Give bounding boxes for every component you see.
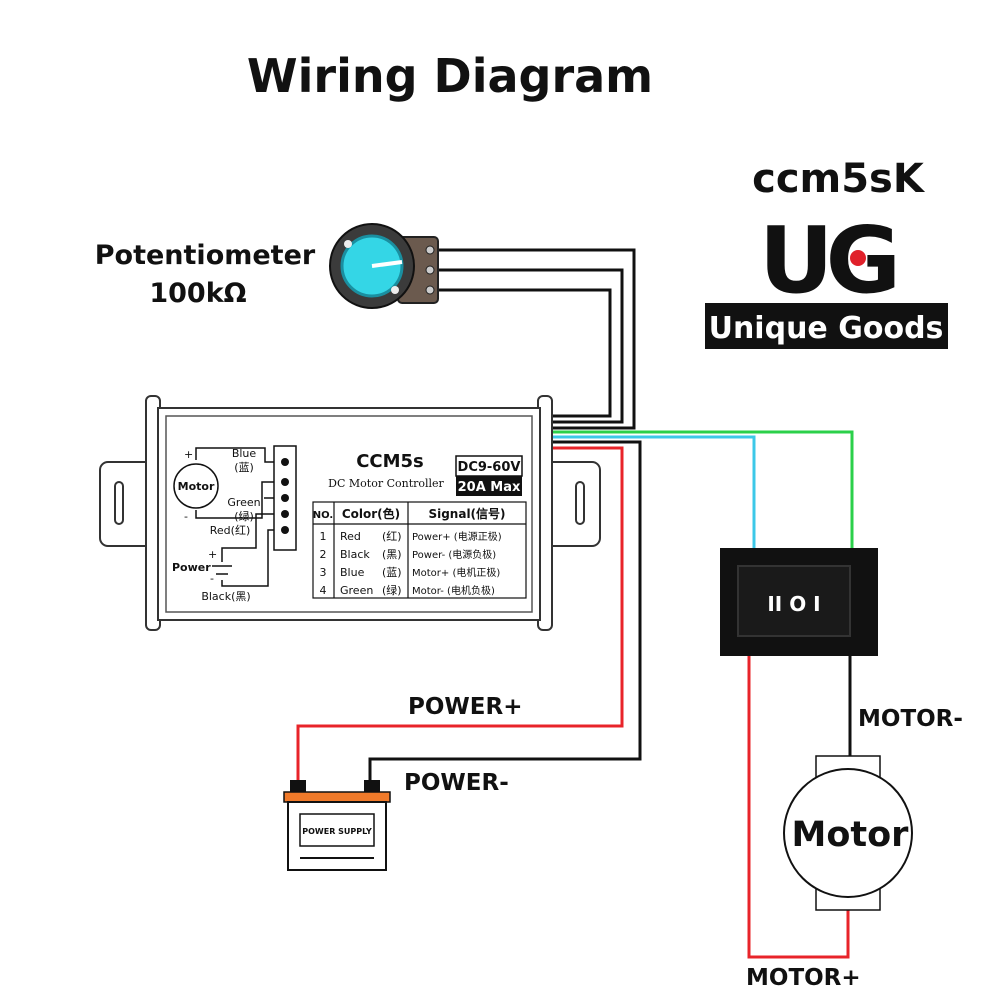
- table-cell-signal: Motor+ (电机正极): [412, 566, 500, 579]
- table-cell-color-cn: (蓝): [382, 566, 402, 579]
- brand-tagline: Unique Goods: [709, 311, 944, 346]
- potentiometer-wires: [432, 248, 636, 430]
- red-wire-power: [296, 446, 624, 782]
- inner-power-minus: -: [210, 572, 214, 585]
- inner-motor-minus: -: [184, 510, 188, 523]
- brand-logo-dot: [850, 250, 866, 266]
- motor: Motor: [783, 755, 913, 911]
- inner-power-plus: +: [208, 548, 217, 561]
- controller-current: 20A Max: [458, 480, 521, 495]
- table-cell-no: 4: [320, 584, 327, 597]
- brand-tagline-box: [705, 303, 948, 349]
- potentiometer-value: 100kΩ: [149, 278, 246, 309]
- black-wire-power: [368, 440, 642, 782]
- motor-body: [783, 768, 913, 898]
- inner-blue-cn: (蓝): [234, 461, 254, 474]
- table-cell-no: 3: [320, 566, 327, 579]
- inner-motor-circle: [173, 463, 219, 509]
- controller-logo: CCM5s: [356, 451, 424, 472]
- page-title: Wiring Diagram: [247, 49, 653, 103]
- rocker-switch: II O I: [720, 548, 878, 656]
- signal-table: [312, 501, 527, 599]
- potentiometer: [329, 223, 439, 309]
- inner-power-label: Power: [172, 561, 211, 574]
- table-row: 1 Red (红) Power+ (电源正极): [320, 530, 502, 543]
- table-cell-color: Blue: [340, 566, 365, 579]
- switch-rocker: [737, 565, 851, 637]
- inner-motor-label: Motor: [178, 480, 215, 493]
- table-header-signal: Signal(信号): [428, 506, 505, 521]
- inner-blue-label: Blue: [232, 447, 257, 460]
- table-row: 3 Blue (蓝) Motor+ (电机正极): [320, 566, 501, 579]
- brand-model: ccm5sK: [752, 156, 926, 202]
- battery-top: [283, 791, 391, 803]
- table-row: 2 Black (黑) Power- (电源负极): [320, 548, 497, 561]
- inner-green-label: Green: [227, 496, 260, 509]
- table-cell-no: 2: [320, 548, 327, 561]
- power-supply-label: POWER SUPPLY: [302, 827, 372, 836]
- inner-green-cn: (绿): [234, 509, 254, 523]
- power-supply: POWER SUPPLY: [283, 780, 391, 871]
- power-plus-label: POWER+: [408, 694, 522, 720]
- motor-minus-label: MOTOR-: [858, 706, 963, 732]
- blue-wire: [552, 435, 756, 548]
- table-cell-signal: Power+ (电源正极): [412, 530, 502, 543]
- controller-subtitle: DC Motor Controller: [328, 477, 444, 490]
- brand-logo-text: UG: [759, 207, 895, 314]
- motor-label: Motor: [792, 815, 910, 855]
- brand-logo: UG: [759, 207, 903, 314]
- table-cell-color: Red: [340, 530, 361, 543]
- table-header-no: NO.: [313, 510, 333, 521]
- table-header-color: Color(色): [342, 506, 400, 521]
- table-cell-no: 1: [320, 530, 327, 543]
- switch-label: II O I: [767, 592, 820, 616]
- green-wire: [552, 430, 854, 548]
- inner-motor-plus: +: [184, 448, 193, 461]
- table-cell-color: Green: [340, 584, 373, 597]
- inner-black-label: Black(黑): [201, 590, 250, 603]
- potentiometer-label: Potentiometer: [95, 240, 316, 271]
- table-cell-signal: Power- (电源负极): [412, 548, 496, 561]
- controller-voltage: DC9-60V: [458, 460, 521, 475]
- motor-plus-label: MOTOR+: [746, 965, 861, 991]
- table-row: 4 Green (绿) Motor- (电机负极): [320, 583, 495, 597]
- red-wire-motor: [747, 656, 850, 959]
- controller: CCM5s DC Motor Controller DC9-60V 20A Ma…: [99, 395, 601, 631]
- table-cell-signal: Motor- (电机负极): [412, 584, 495, 597]
- inner-red-label: Red(红): [210, 524, 250, 537]
- table-cell-color: Black: [340, 548, 370, 561]
- current-box: [456, 476, 522, 496]
- power-minus-label: POWER-: [404, 770, 509, 796]
- table-cell-color-cn: (绿): [382, 583, 402, 597]
- table-cell-color-cn: (红): [382, 530, 402, 543]
- table-cell-color-cn: (黑): [382, 548, 402, 561]
